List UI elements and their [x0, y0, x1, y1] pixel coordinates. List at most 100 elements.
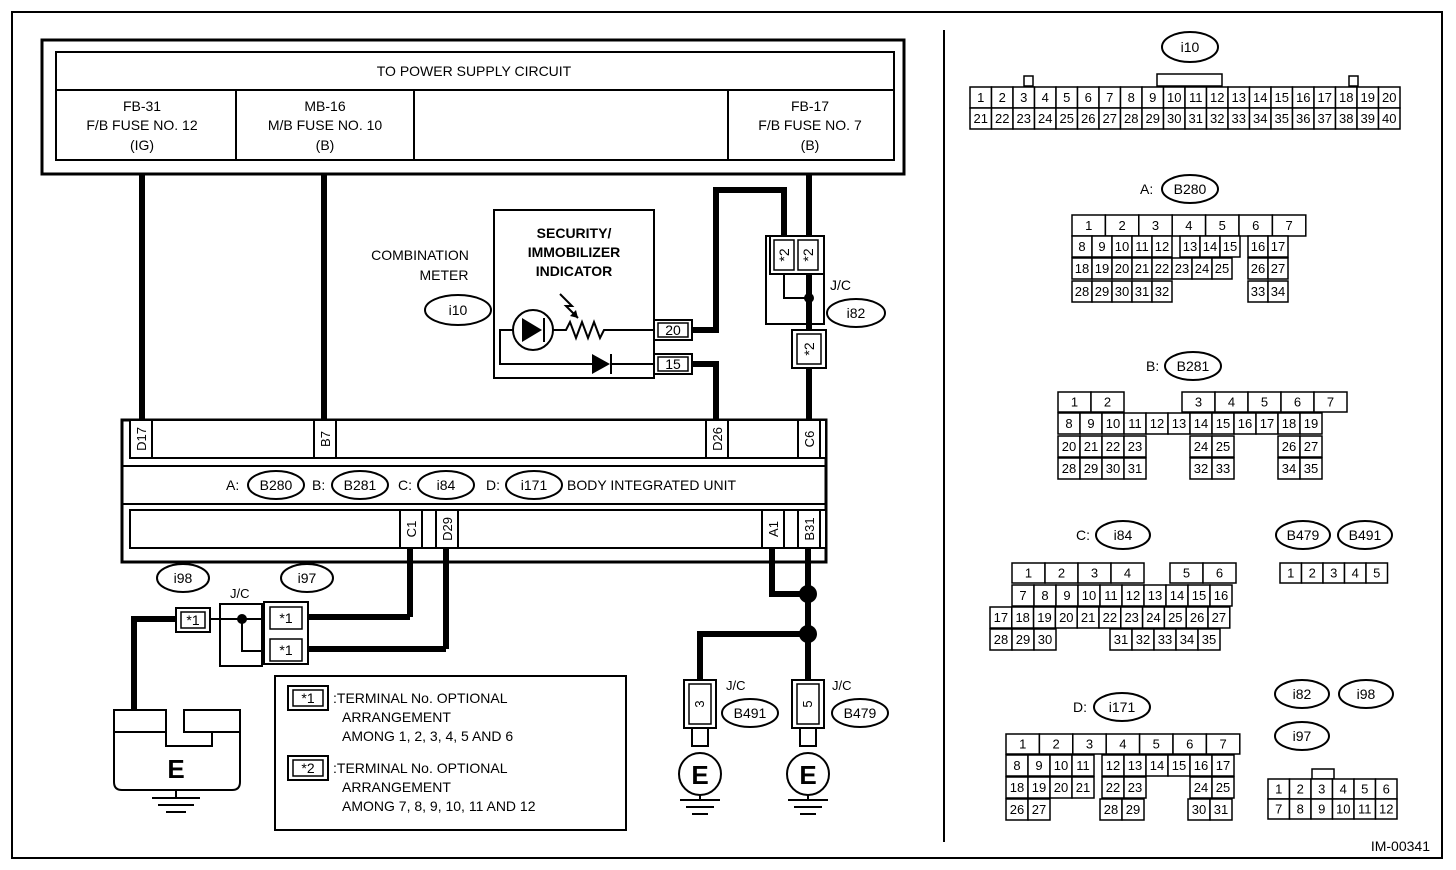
connector-pin-number: 7: [1275, 802, 1282, 817]
connector-pin-number: 21: [974, 111, 988, 126]
connector-pin-number: 9: [1149, 90, 1156, 105]
connector-pin-number: 35: [1275, 111, 1289, 126]
fuse-fb31-id: FB-31: [123, 98, 161, 114]
connector-pin-cell: [1033, 628, 1057, 651]
connector-pin-number: 3: [1330, 566, 1337, 581]
connector-pin-number: 24: [1194, 780, 1208, 795]
connector-pin-number: 15: [1216, 416, 1230, 431]
connector-pin-number: 14: [1203, 239, 1217, 254]
connector-pin-number: 10: [1106, 416, 1120, 431]
fuse-fb31-type: (IG): [130, 137, 154, 153]
note1-mark: *1: [301, 690, 314, 706]
connector-pin-number: 6: [1294, 395, 1301, 410]
connector-pin-number: 18: [1015, 610, 1029, 625]
fuse-fb17-name: F/B FUSE NO. 7: [758, 117, 862, 133]
biu-pin-b31: B31: [802, 517, 817, 540]
biu-conn-b-code: B281: [344, 477, 377, 493]
note1-line2: ARRANGEMENT: [342, 709, 451, 725]
splice-dot: [799, 625, 817, 643]
jc-i97-label: i97: [298, 570, 317, 586]
connector-pin-number: 1: [1275, 782, 1282, 797]
connector-pin-number: 17: [1271, 239, 1285, 254]
connector-pin-number: 22: [1103, 610, 1117, 625]
connector-pin-number: 23: [1124, 610, 1138, 625]
jc-i82-connector-oval: [826, 298, 886, 328]
connector-pin-number: 4: [1352, 566, 1359, 581]
jc-lower-label: J/C: [230, 586, 250, 601]
connector-pin-number: 26: [1010, 802, 1024, 817]
connector-pin-number: 30: [1106, 461, 1120, 476]
connector-pin-number: 23: [1175, 261, 1189, 276]
jc-i82-pin-left: *2: [776, 248, 792, 261]
connector-pin-number: 18: [1282, 416, 1296, 431]
connector-pin-number: 15: [1223, 239, 1237, 254]
connector-pin-number: 21: [1076, 780, 1090, 795]
connector-pin-cell: [1197, 628, 1221, 651]
connector-pin-number: 17: [1260, 416, 1274, 431]
connector-pin-number: 9: [1087, 416, 1094, 431]
connector-pin-number: 4: [1185, 218, 1192, 233]
connector-pin-number: 27: [1304, 439, 1318, 454]
jc-i82-pin-lower: *2: [801, 342, 817, 355]
connector-pin-number: 4: [1340, 782, 1347, 797]
connector-pin-number: 12: [1106, 758, 1120, 773]
footer-code: IM-00341: [1371, 838, 1430, 854]
notes-box: *1 :TERMINAL No. OPTIONAL ARRANGEMENT AM…: [274, 675, 627, 831]
connector-pin-number: 17: [1216, 758, 1230, 773]
jc-i82-connector-label: i82: [847, 305, 866, 321]
junction-connector-i82: *2 *2 J/C i82 *2: [765, 235, 886, 369]
connector-pin-number: 5: [1373, 566, 1380, 581]
ground-b479-connector: B479: [844, 705, 877, 721]
meter-connector-label: i10: [449, 302, 468, 318]
connector-pin-number: 17: [994, 610, 1008, 625]
connector-pin-number: 13: [1183, 239, 1197, 254]
connector-pin-number: 6: [1383, 782, 1390, 797]
connector-pin-number: 22: [1155, 261, 1169, 276]
connector-pin-cell: [1121, 798, 1145, 821]
biu-conn-b-letter: B:: [312, 477, 325, 493]
cv-i98-label: i98: [1357, 686, 1376, 702]
connector-pin-number: 20: [1062, 439, 1076, 454]
connector-pin-number: 8: [1041, 588, 1048, 603]
connector-pin-number: 26: [1081, 111, 1095, 126]
connector-pin-number: 23: [1017, 111, 1031, 126]
connector-pin-number: 16: [1214, 588, 1228, 603]
jc-i98-label: i98: [174, 570, 193, 586]
connector-pin-number: 27: [1271, 261, 1285, 276]
connector-pin-number: 26: [1282, 439, 1296, 454]
connector-pin-number: 19: [1304, 416, 1318, 431]
connector-pin-number: 26: [1190, 610, 1204, 625]
connector-pin-number: 5: [1183, 566, 1190, 581]
connector-pin-number: 3: [1152, 218, 1159, 233]
connector-pin-cell: [1151, 280, 1173, 303]
connector-pin-number: 19: [1361, 90, 1375, 105]
jc-i82-label: J/C: [830, 277, 851, 293]
connector-pin-number: 12: [1150, 416, 1164, 431]
connector-pin-number: 29: [1095, 284, 1109, 299]
connector-pin-number: 25: [1215, 261, 1229, 276]
connector-pin-number: 7: [1327, 395, 1334, 410]
cv-b280-prefix: A:: [1140, 181, 1153, 197]
cv-i171-label: i171: [1109, 699, 1136, 715]
connector-pin-number: 2: [1309, 566, 1316, 581]
power-supply-title: TO POWER SUPPLY CIRCUIT: [377, 63, 572, 79]
junction-connector-i97-i98: i98 i97 J/C *1 *1 *1: [156, 563, 334, 667]
connector-pin-number: 27: [1032, 802, 1046, 817]
connector-pin-number: 4: [1124, 566, 1131, 581]
connector-pin-number: 19: [1095, 261, 1109, 276]
cv-i84-prefix: C:: [1076, 527, 1090, 543]
cv-b280-label: B280: [1174, 181, 1207, 197]
diode-icon: [592, 354, 610, 374]
connector-pin-number: 2: [1118, 218, 1125, 233]
connector-pin-number: 24: [1146, 610, 1160, 625]
biu-pin-d29: D29: [440, 517, 455, 541]
note2-mark: *2: [301, 760, 314, 776]
connector-pin-number: 31: [1114, 632, 1128, 647]
